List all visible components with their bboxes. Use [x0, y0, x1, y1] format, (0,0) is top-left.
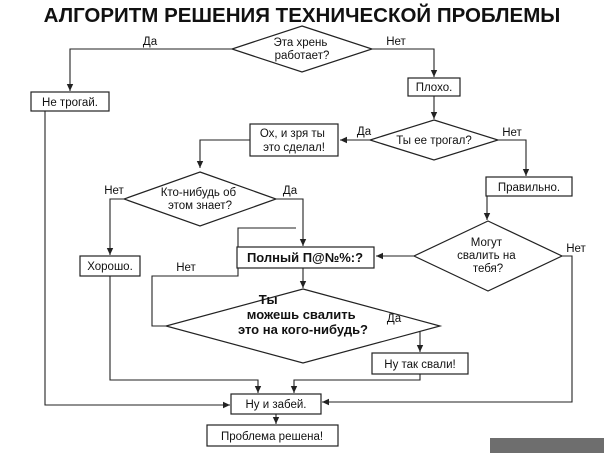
label-works: Эта хрень работает?	[273, 37, 330, 62]
page-title: АЛГОРИТМ РЕШЕНИЯ ТЕХНИЧЕСКОЙ ПРОБЛЕМЫ	[44, 3, 561, 27]
label-good: Хорошо.	[87, 261, 133, 273]
label-blame-you-line3: тебя?	[473, 263, 503, 275]
label-did-you-touch: Ты ее трогал?	[396, 135, 471, 147]
edge-label-blame-other-yes: Да	[387, 313, 402, 325]
decision-anyone-knows	[122, 171, 278, 227]
label-blame-other-line1: Ты	[259, 292, 278, 307]
box-good	[79, 255, 141, 277]
edge-good-to-forget	[109, 276, 262, 393]
box-dont-touch	[30, 91, 110, 112]
edge-knows-yes	[276, 198, 307, 246]
box-do-it	[371, 352, 469, 375]
box-bad	[407, 77, 461, 97]
edge-label-knows-yes: Да	[283, 185, 298, 197]
shapes	[30, 25, 573, 447]
label-do-it: Ну так свали!	[384, 359, 455, 371]
edge-works-yes	[66, 48, 232, 91]
label-blame-you-line2: свалить на	[457, 250, 516, 262]
decision-blame-other	[163, 288, 443, 364]
label-blame-other-line3: это на кого-нибудь?	[238, 322, 368, 337]
edge-label-works-no: Нет	[386, 36, 406, 48]
edge-works-no	[372, 48, 438, 77]
box-full-mess	[236, 246, 375, 269]
node-labels: Эта хрень работает? Не трогай. Плохо. Ты…	[42, 37, 560, 443]
edge-label-works-yes: Да	[143, 36, 158, 48]
edge-label-blame-you-no: Нет	[566, 243, 586, 255]
label-dont-touch: Не трогай.	[42, 97, 98, 109]
edge-label-touch-yes: Да	[357, 126, 372, 138]
label-anyone-knows: Кто-нибудь об этом знает?	[161, 187, 240, 212]
decision-blame-you	[412, 220, 564, 292]
box-forget-it	[230, 393, 322, 415]
label-shouldnt-have-line2: это сделал!	[263, 142, 325, 154]
label-blame-you-line1: Могут	[471, 237, 503, 249]
box-shouldnt-have	[249, 123, 339, 157]
decision-works	[230, 25, 374, 73]
edge-blame-other-no	[151, 227, 296, 327]
edge-label-blame-other-no: Нет	[176, 262, 196, 274]
label-blame-other-line2: можешь свалить	[247, 307, 356, 322]
label-forget-it: Ну и забей.	[245, 399, 306, 411]
edge-knows-no	[106, 198, 124, 255]
edge-shouldnt-to-knows	[196, 139, 250, 168]
edge-blame-you-no	[322, 255, 573, 406]
label-bad: Плохо.	[416, 82, 453, 94]
label-anyone-knows-line1: Кто-нибудь об	[161, 187, 237, 199]
label-full-mess: Полный П@№%:?	[247, 250, 363, 265]
edge-do-it-to-forget	[290, 374, 421, 393]
label-right: Правильно.	[498, 182, 560, 194]
edge-label-touch-no: Нет	[502, 127, 522, 139]
label-anyone-knows-line2: этом знает?	[168, 200, 232, 212]
label-works-line2: работает?	[275, 50, 330, 62]
box-solved	[206, 424, 339, 447]
label-works-line1: Эта хрень	[273, 37, 327, 49]
decision-did-you-touch	[367, 119, 501, 161]
label-shouldnt-have: Ох, и зря ты это сделал!	[260, 128, 328, 154]
label-blame-you: Могут свалить на тебя?	[457, 237, 519, 275]
edge-label-knows-no: Нет	[104, 185, 124, 197]
edge-touch-no	[498, 139, 530, 176]
edge-labels: Да Нет Да Нет Нет Да Нет Нет Да	[104, 36, 586, 325]
box-right	[485, 176, 573, 197]
edge-dont-touch-to-forget	[44, 111, 230, 409]
corner-bar	[490, 438, 604, 453]
label-blame-other: Ты можешь свалить это на кого-нибудь?	[238, 292, 368, 337]
label-solved: Проблема решена!	[221, 431, 323, 443]
label-shouldnt-have-line1: Ох, и зря ты	[260, 128, 325, 140]
